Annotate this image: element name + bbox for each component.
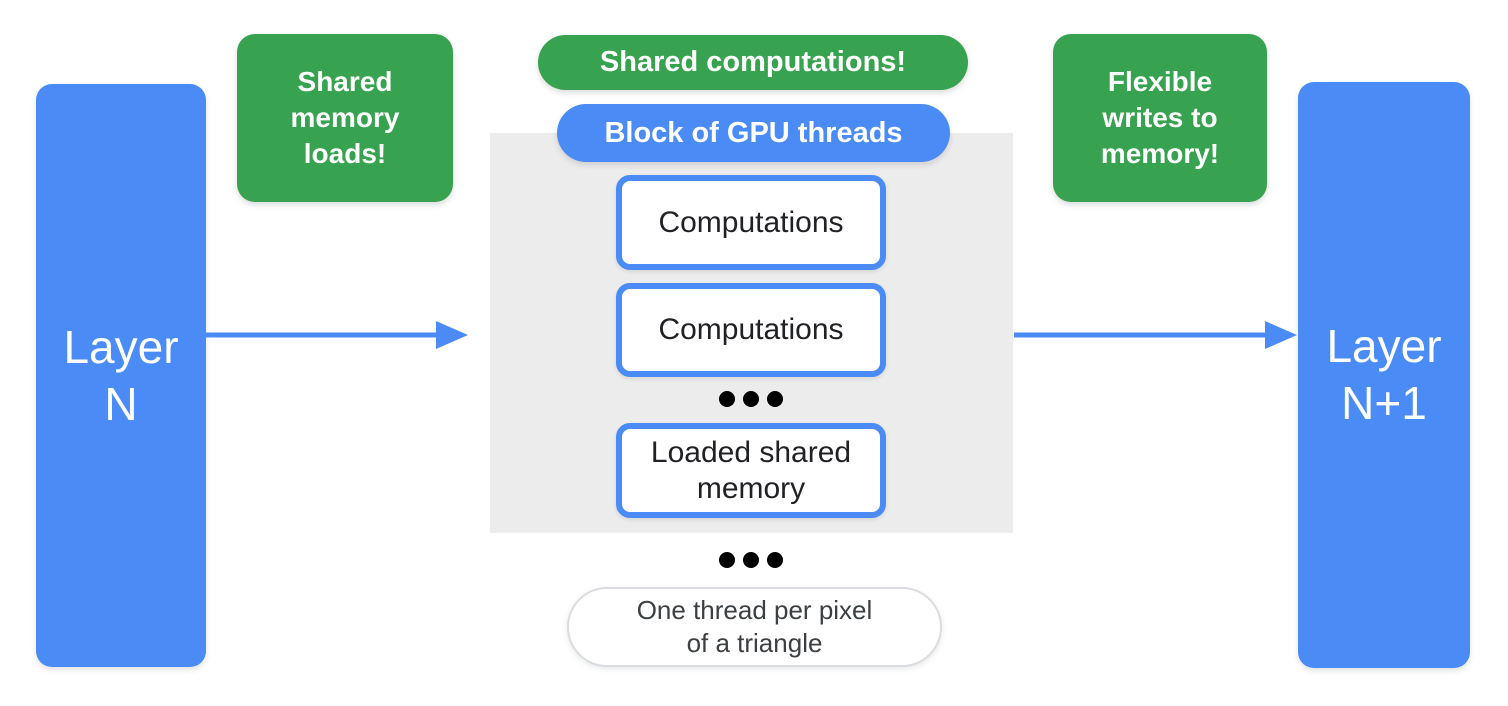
block-of-gpu-threads-label: Block of GPU threads xyxy=(604,116,903,149)
note-line: loads! xyxy=(303,138,387,169)
thread-box-label: Computations xyxy=(658,313,844,346)
dot-icon xyxy=(719,391,735,407)
thread-box-loaded-shared-memory: Loaded shared memory xyxy=(616,423,886,518)
layer-n-label-line2: N xyxy=(104,377,138,430)
ellipsis-icon xyxy=(719,552,783,568)
layer-n-box: Layer N xyxy=(36,84,206,667)
arrow-layer-n-to-gpu-block-icon xyxy=(206,321,468,349)
arrow-gpu-block-to-layer-n1-icon xyxy=(1014,321,1297,349)
thread-box-label: Loaded shared memory xyxy=(650,435,852,505)
note-line: memory! xyxy=(1100,138,1220,169)
dot-icon xyxy=(743,391,759,407)
layer-n1-label-line2: N+1 xyxy=(1341,377,1427,429)
dot-icon xyxy=(767,552,783,568)
note-line: Shared xyxy=(297,66,393,97)
one-thread-per-pixel-note: One thread per pixel of a triangle xyxy=(567,587,942,667)
bottom-note-line1: One thread per pixel xyxy=(636,595,873,625)
note-line: writes to xyxy=(1102,102,1218,133)
layer-n1-label-line1: Layer xyxy=(1326,320,1442,372)
layer-n-label-line1: Layer xyxy=(63,320,179,373)
note-line: Flexible xyxy=(1107,66,1213,97)
bottom-note-line2: of a triangle xyxy=(686,628,823,658)
shared-computations-pill: Shared computations! xyxy=(538,35,968,90)
layer-n-plus-1-box: Layer N+1 xyxy=(1298,82,1470,668)
shared-computations-label: Shared computations! xyxy=(599,46,907,78)
flexible-writes-note: Flexible writes to memory! xyxy=(1053,34,1267,202)
dot-icon xyxy=(719,552,735,568)
shared-memory-loads-note: Shared memory loads! xyxy=(237,34,453,202)
thread-box-label: Computations xyxy=(658,205,844,239)
thread-box-computations-2: Computations xyxy=(616,283,886,377)
thread-box-computations-1: Computations xyxy=(616,175,886,270)
note-line: memory xyxy=(290,102,400,133)
dot-icon xyxy=(743,552,759,568)
ellipsis-icon xyxy=(719,391,783,407)
block-of-gpu-threads-pill: Block of GPU threads xyxy=(557,104,950,162)
dot-icon xyxy=(767,391,783,407)
